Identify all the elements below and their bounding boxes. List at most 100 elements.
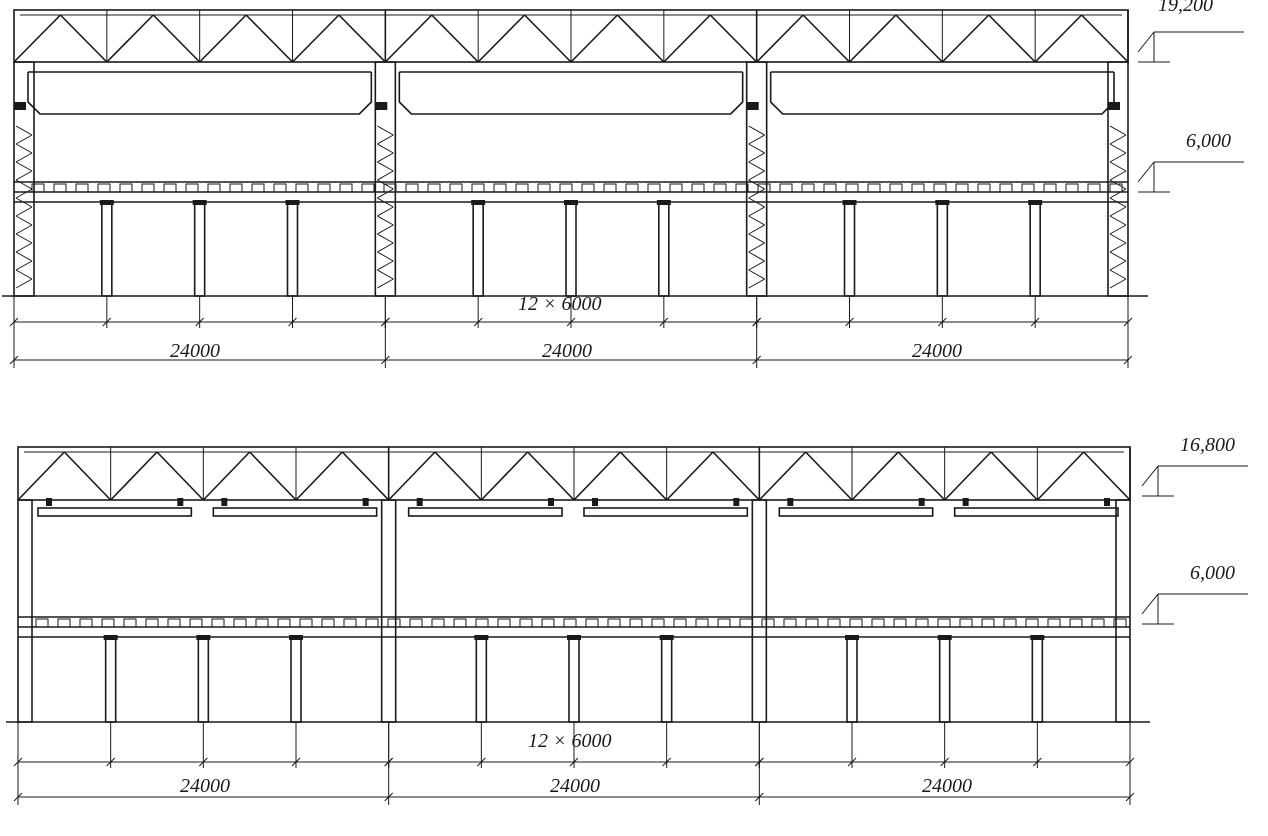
column-lattice — [748, 242, 765, 253]
column-lattice — [748, 161, 765, 172]
floor-rib — [827, 618, 841, 628]
floor-rib — [277, 618, 291, 628]
dimension-tick — [940, 757, 950, 767]
crane-hanger — [962, 498, 969, 506]
column-lattice — [15, 206, 33, 217]
floor-rib — [317, 183, 331, 193]
column-lattice — [15, 152, 33, 163]
column-lattice — [15, 125, 33, 136]
crane-hanger — [733, 498, 740, 506]
floor-support-column — [1029, 201, 1041, 297]
floor-support-cap — [842, 200, 857, 205]
floor-rib — [515, 183, 529, 193]
truss-diagonal — [480, 451, 529, 501]
floor-rib — [123, 618, 137, 628]
level-marker-arrow — [1141, 465, 1159, 487]
column-lattice — [377, 224, 394, 235]
column-lattice — [1109, 170, 1127, 181]
column-lattice — [1109, 143, 1127, 154]
floor-rib — [295, 183, 309, 193]
crane-girder — [27, 72, 373, 115]
floor-rib — [541, 618, 555, 628]
dimension-tick — [384, 792, 394, 802]
column-lattice — [377, 269, 394, 280]
floor-rib — [1113, 618, 1127, 628]
floor-support-column — [475, 636, 488, 723]
column-lattice — [748, 260, 765, 271]
column-lattice — [1109, 224, 1127, 235]
floor-rib — [783, 618, 797, 628]
floor-rib — [427, 183, 441, 193]
floor-rib — [189, 618, 203, 628]
floor-rib — [889, 183, 903, 193]
floor-rib — [207, 183, 221, 193]
column-lattice — [377, 188, 394, 199]
floor-support-column — [565, 201, 577, 297]
floor-rib — [431, 618, 445, 628]
truss-diagonal — [59, 14, 108, 63]
floor-rib — [79, 618, 93, 628]
floor-rib — [801, 183, 815, 193]
floor-rib — [537, 183, 551, 193]
floor-rib — [387, 618, 401, 628]
column-lattice — [15, 161, 33, 172]
roof-level-label: 19,200 — [1158, 0, 1213, 16]
crane-beam — [407, 507, 563, 517]
floor-support-cap — [289, 635, 303, 640]
module-dimension-label: 12 × 6000 — [518, 293, 602, 315]
crane-beam — [778, 507, 934, 517]
crane-hanger — [548, 498, 554, 506]
floor-support-cap — [935, 200, 950, 205]
truss-diagonal — [1034, 14, 1083, 63]
floor-rib — [1091, 618, 1105, 628]
truss-diagonal — [291, 14, 340, 63]
floor-rib — [167, 618, 181, 628]
floor-rib — [163, 183, 177, 193]
column-lattice — [1109, 152, 1127, 163]
floor-support-column — [568, 636, 580, 723]
truss-diagonal — [666, 451, 714, 501]
span-dimension-label: 24000 — [922, 775, 972, 797]
floor-rib — [251, 183, 265, 193]
floor-rib — [959, 618, 973, 628]
floor-rib — [233, 618, 247, 628]
dimension-tick — [195, 317, 205, 327]
crane-rail — [746, 102, 759, 110]
floor-rib — [691, 183, 705, 193]
column-lattice — [377, 125, 394, 136]
floor-rib — [625, 183, 639, 193]
floor-support-column — [658, 201, 670, 297]
column-lattice — [15, 251, 33, 262]
floor-rib — [581, 183, 595, 193]
floor-support-cap — [285, 200, 300, 205]
floor-support-column — [286, 201, 299, 297]
floor-support-column — [660, 636, 673, 723]
span-dimension-label: 24000 — [550, 775, 600, 797]
crane-rail — [375, 102, 388, 110]
floor-support-cap — [474, 635, 489, 640]
crane-rail — [1108, 102, 1120, 110]
crane-hanger — [416, 498, 423, 506]
column-lattice — [1109, 215, 1127, 226]
floor-support-column — [1031, 636, 1044, 723]
column-lattice — [377, 215, 394, 226]
dimension-tick — [937, 317, 947, 327]
column-lattice — [1109, 125, 1127, 136]
floor-rib — [669, 183, 683, 193]
floor-support-cap — [1028, 200, 1043, 205]
crane-hanger — [221, 498, 228, 506]
truss-diagonal — [895, 14, 943, 63]
truss-diagonal — [17, 451, 65, 501]
floor-rib — [1069, 618, 1083, 628]
floor-support-column — [290, 636, 302, 723]
column-lattice — [1109, 161, 1127, 172]
column-lattice — [377, 278, 394, 289]
floor-rib — [717, 618, 731, 628]
truss-diagonal — [990, 451, 1038, 501]
truss-diagonal — [573, 451, 621, 501]
truss-diagonal — [756, 14, 804, 63]
floor-rib — [321, 618, 335, 628]
column — [380, 499, 397, 723]
truss-diagonal — [199, 14, 247, 63]
floor-rib — [651, 618, 665, 628]
